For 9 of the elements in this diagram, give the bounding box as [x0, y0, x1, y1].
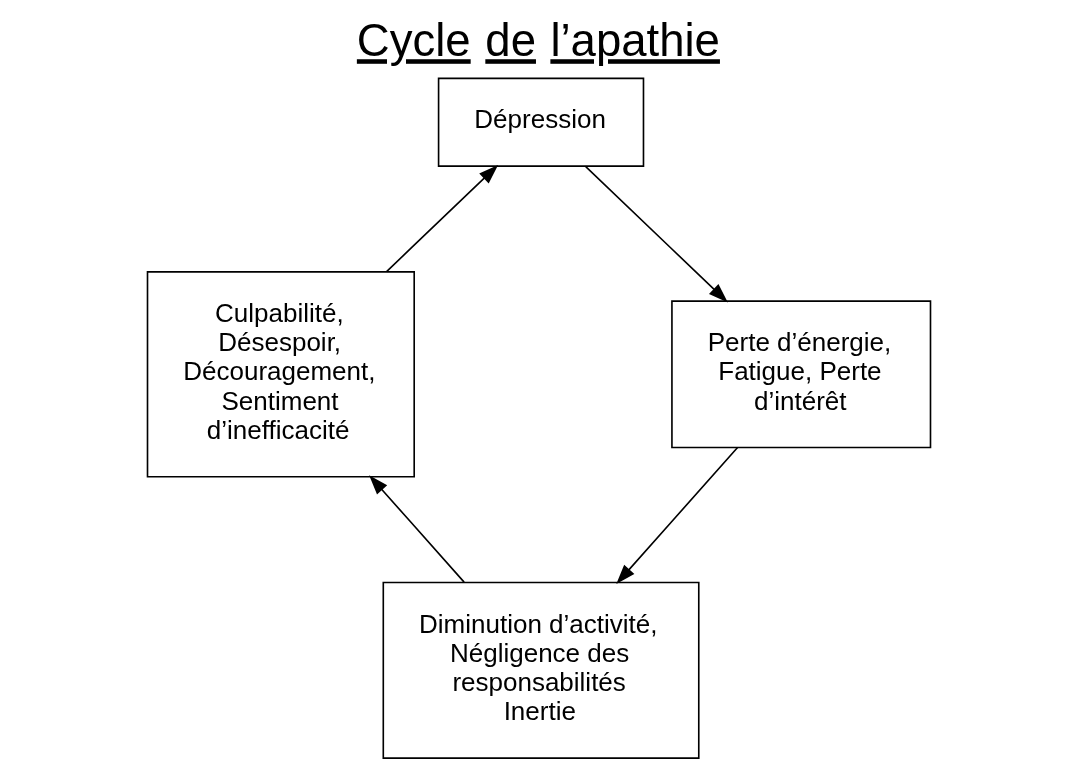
node-box: Perte d’énergie, Fatigue, Perte d’intérêt	[670, 300, 931, 449]
node-box: Dépression	[437, 77, 644, 167]
arrow	[615, 446, 738, 584]
node-box: Diminution d’activité, Négligence des responsabilités Inertie	[382, 581, 700, 759]
arrow	[385, 164, 498, 273]
arrow	[368, 475, 465, 583]
arrow	[584, 165, 728, 303]
node-box: Culpabilité, Désespoir, Découragement, Sentiment d’inefficacité	[146, 271, 415, 478]
diagram-title: Cycle de l’apathie	[356, 15, 720, 67]
